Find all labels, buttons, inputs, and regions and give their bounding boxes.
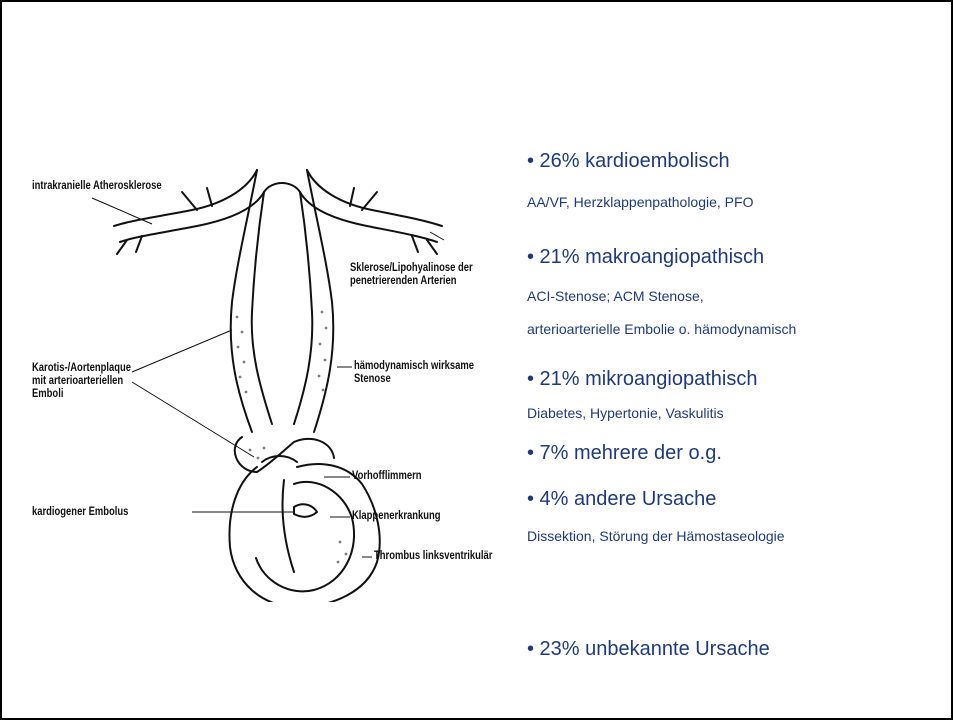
cause-other: • 4% andere Ursache xyxy=(527,488,716,511)
label-carotid-plaque-line3: Emboli xyxy=(32,388,63,401)
cause-unknown: • 23% unbekannte Ursache xyxy=(527,638,770,661)
cause-cardioembolic-detail: AA/VF, Herzklappenpathologie, PFO xyxy=(527,194,753,210)
left-cerebral-artery-lower xyxy=(120,192,264,242)
heart-valve xyxy=(294,504,317,517)
label-intracranial-atherosclerosis: intrakranielle Atherosklerose xyxy=(32,180,162,193)
label-cardiogenic-embolus: kardiogener Embolus xyxy=(32,506,128,519)
cause-cardioembolic: • 26% kardioembolisch xyxy=(527,150,730,173)
heart-left-ventricle xyxy=(256,482,354,591)
label-valve-disease: Klappenerkrankung xyxy=(352,510,441,523)
cause-microangiopathic: • 21% mikroangiopathisch xyxy=(527,368,757,391)
cause-multiple: • 7% mehrere der o.g. xyxy=(527,442,722,465)
label-lv-thrombus: Thrombus linksventrikulär xyxy=(374,550,492,563)
leader-carotid xyxy=(132,330,232,372)
label-sclerosis-line1: Sklerose/Lipohyalinose der xyxy=(350,262,473,275)
cause-other-detail: Dissektion, Störung der Hämostaseologie xyxy=(527,528,785,544)
heart-septum xyxy=(282,480,294,572)
cause-macroangiopathic-detail-2: arterioarterielle Embolie o. hämodynamis… xyxy=(527,321,796,337)
stroke-etiology-diagram: intrakranielle Atherosklerose Sklerose/L… xyxy=(32,162,522,602)
aortic-root xyxy=(262,456,297,462)
cause-microangiopathic-detail: Diabetes, Hypertonie, Vaskulitis xyxy=(527,405,724,421)
leader-carotid-2 xyxy=(132,382,254,457)
label-stenosis-line1: hämodynamisch wirksame xyxy=(354,360,474,373)
left-carotid-inner xyxy=(252,192,272,424)
left-cerebral-artery-upper xyxy=(114,170,257,226)
label-sclerosis-line2: penetrierenden Arterien xyxy=(350,275,457,288)
label-carotid-plaque-line1: Karotis-/Aortenplaque xyxy=(32,362,131,375)
basilar-arch xyxy=(264,183,300,192)
label-atrial-fibrillation: Vorhofflimmern xyxy=(352,470,422,483)
right-cerebral-artery-upper xyxy=(307,170,442,226)
label-carotid-plaque-line2: mit arterioarteriellen xyxy=(32,375,123,388)
right-artery-twig-1 xyxy=(350,188,377,210)
leader-sclerosis xyxy=(430,232,444,240)
leader-intracranial xyxy=(92,198,152,224)
cause-macroangiopathic: • 21% makroangiopathisch xyxy=(527,246,764,269)
heart-outline xyxy=(229,464,379,602)
cause-macroangiopathic-detail-1: ACI-Stenose; ACM Stenose, xyxy=(527,288,704,304)
right-carotid-inner xyxy=(294,192,312,424)
label-stenosis-line2: Stenose xyxy=(354,373,391,386)
